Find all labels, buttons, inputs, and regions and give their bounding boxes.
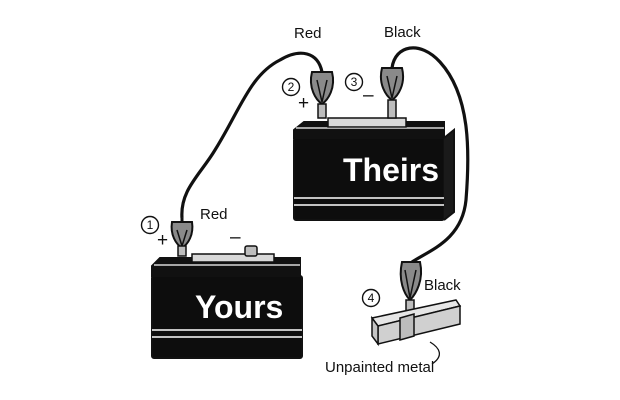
theirs-label: Theirs bbox=[343, 152, 439, 188]
yours-negative-terminal bbox=[244, 245, 258, 257]
yours-negative-sign: – bbox=[230, 227, 241, 248]
step-4-cable-label: Black bbox=[424, 277, 461, 294]
red-cable bbox=[180, 51, 324, 219]
step-1-number: 1 bbox=[147, 218, 154, 232]
step-4-number: 4 bbox=[368, 291, 375, 305]
step-1-cable-label: Red bbox=[200, 206, 228, 223]
step-4-marker: 4 bbox=[361, 288, 381, 308]
step-3-cable-label: Black bbox=[384, 24, 421, 41]
clamp-3-black bbox=[380, 67, 404, 119]
step-3-marker: 3 bbox=[344, 72, 364, 92]
clamp-1-red bbox=[170, 218, 194, 257]
step-2-sign: + bbox=[298, 93, 309, 114]
yours-label: Yours bbox=[195, 289, 283, 325]
theirs-battery: Theirs bbox=[293, 117, 455, 221]
ground-leader-line bbox=[429, 341, 440, 365]
step-3-number: 3 bbox=[351, 75, 358, 89]
step-2-number: 2 bbox=[288, 80, 295, 94]
ground-label: Unpainted metal bbox=[325, 359, 434, 376]
clamp-2-red bbox=[310, 71, 334, 119]
yours-battery: Yours bbox=[151, 245, 303, 359]
step-1-marker: 1 bbox=[140, 215, 160, 235]
unpainted-metal-bracket bbox=[370, 299, 462, 365]
step-1-sign: + bbox=[157, 230, 168, 251]
step-3-sign: – bbox=[363, 85, 374, 106]
black-cable bbox=[390, 46, 470, 264]
step-2-cable-label: Red bbox=[294, 25, 322, 42]
step-2-marker: 2 bbox=[281, 77, 301, 97]
